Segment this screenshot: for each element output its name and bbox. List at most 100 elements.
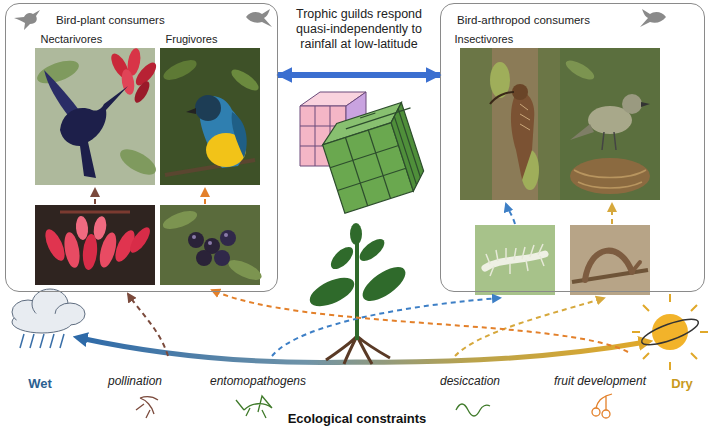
node-heading: Nectarivores [41,32,155,46]
sun-symbol [632,294,708,370]
berry-photo [220,230,236,246]
berry-photo [208,241,212,245]
constraint-label: fruit development [554,374,646,388]
bird-silhouette [246,9,272,27]
insectivore-photo [560,48,660,200]
frugivore-photo [165,160,255,175]
flower-photo [35,205,155,285]
nectarivore-photo [132,79,153,105]
insectivore-photo [563,57,597,83]
plant-symbol [355,238,359,340]
berry-photo [160,205,264,285]
plant-symbol [306,272,359,312]
insectivore-photo [560,48,660,200]
constraint-icon [456,404,490,416]
flower-photo [126,224,153,255]
guild-panel: Insectivores [452,31,664,202]
guild-box: Bird-plant consumersNectarivores Frugivor… [5,3,278,292]
frugivore-photo [186,108,196,114]
bird-silhouette [640,9,666,27]
dashed-pathway [204,189,206,204]
flower-photo [60,211,130,214]
plant-symbol [350,223,362,245]
nectarivore-photo [34,56,82,88]
arthropod-photo [486,244,544,276]
title: Trophic guilds respond quasi-independent… [284,7,434,52]
dashed-pathway [94,189,96,204]
constraint-label: desiccation [440,374,500,388]
node-heading: Bird-arthropod consumers [457,13,704,27]
dashed-pathway [128,294,168,356]
insectivore-photo [602,132,616,150]
insectivore-photo [570,124,594,140]
insectivore-photo [490,92,514,104]
plant-symbol [327,243,357,273]
flower-photo [92,215,108,241]
guild-panel: Nectarivores [35,31,155,185]
berry-photo [188,232,204,248]
node-heading: Bird-plant consumers [56,13,277,27]
arthropod-photo [632,262,640,272]
guild-panel: Frugivores [160,31,260,185]
berry-photo [226,256,265,284]
sun-symbol [632,294,708,370]
berry-photo [161,207,200,232]
insectivore-photo [460,48,560,200]
dashed-pathway [506,204,515,224]
flower-photo [75,216,89,241]
dashed-pathway [611,204,613,224]
constraint-icon [236,396,272,418]
cube-symbol [318,100,436,213]
berry-photo [224,233,228,237]
sun-symbol [652,314,688,350]
dashed-pathway [95,189,628,356]
rain-cloud [16,313,72,331]
constraint-icon [602,410,610,418]
guild-box: Bird-arthropod consumersInsectivores [440,3,705,292]
constraint-icon [592,408,600,416]
axis-caption: Ecological constraints [288,411,427,426]
frugivore-photo [160,48,262,185]
cube-symbol [323,123,414,214]
double-arrow [278,72,440,78]
berry-photo [192,235,196,239]
arthropod-photo [475,225,555,295]
berry-photo [196,250,212,266]
nectarivore-photo [116,144,160,180]
arthropod-photo [585,251,632,280]
frugivore-photo [160,48,260,185]
berry-photo [214,250,230,266]
constraint-label: Wet [28,376,52,391]
arthropod-photo [570,225,650,295]
insectivore-photo [570,158,650,194]
frugivore-photo [228,66,261,94]
rain-cloud [20,334,64,348]
node-heading: Insectivores [455,32,664,46]
constraint-label: pollination [108,374,162,388]
nectarivore-photo [60,86,128,178]
rain-cloud [12,289,85,348]
insectivore-photo [641,102,650,107]
bird-silhouette [14,10,40,30]
constraint-icon [596,394,612,410]
nectarivore-photo [34,47,160,185]
insectivore-photo [520,104,530,130]
constraint-icon [136,397,158,418]
cube-symbol [392,109,422,185]
arthropod-photo [475,225,555,295]
insectivore-photo [511,90,534,180]
sun-symbol [639,314,701,350]
insectivore-photo [460,48,560,200]
dashed-pathway [212,290,628,352]
flower-photo [35,205,155,285]
insectivore-photo [574,170,646,188]
constraint-label: entomopathogens [210,374,306,388]
constraint-label: Dry [671,376,693,391]
insectivore-photo [622,94,642,114]
frugivore-photo [195,95,221,121]
frugivore-photo [232,112,247,158]
